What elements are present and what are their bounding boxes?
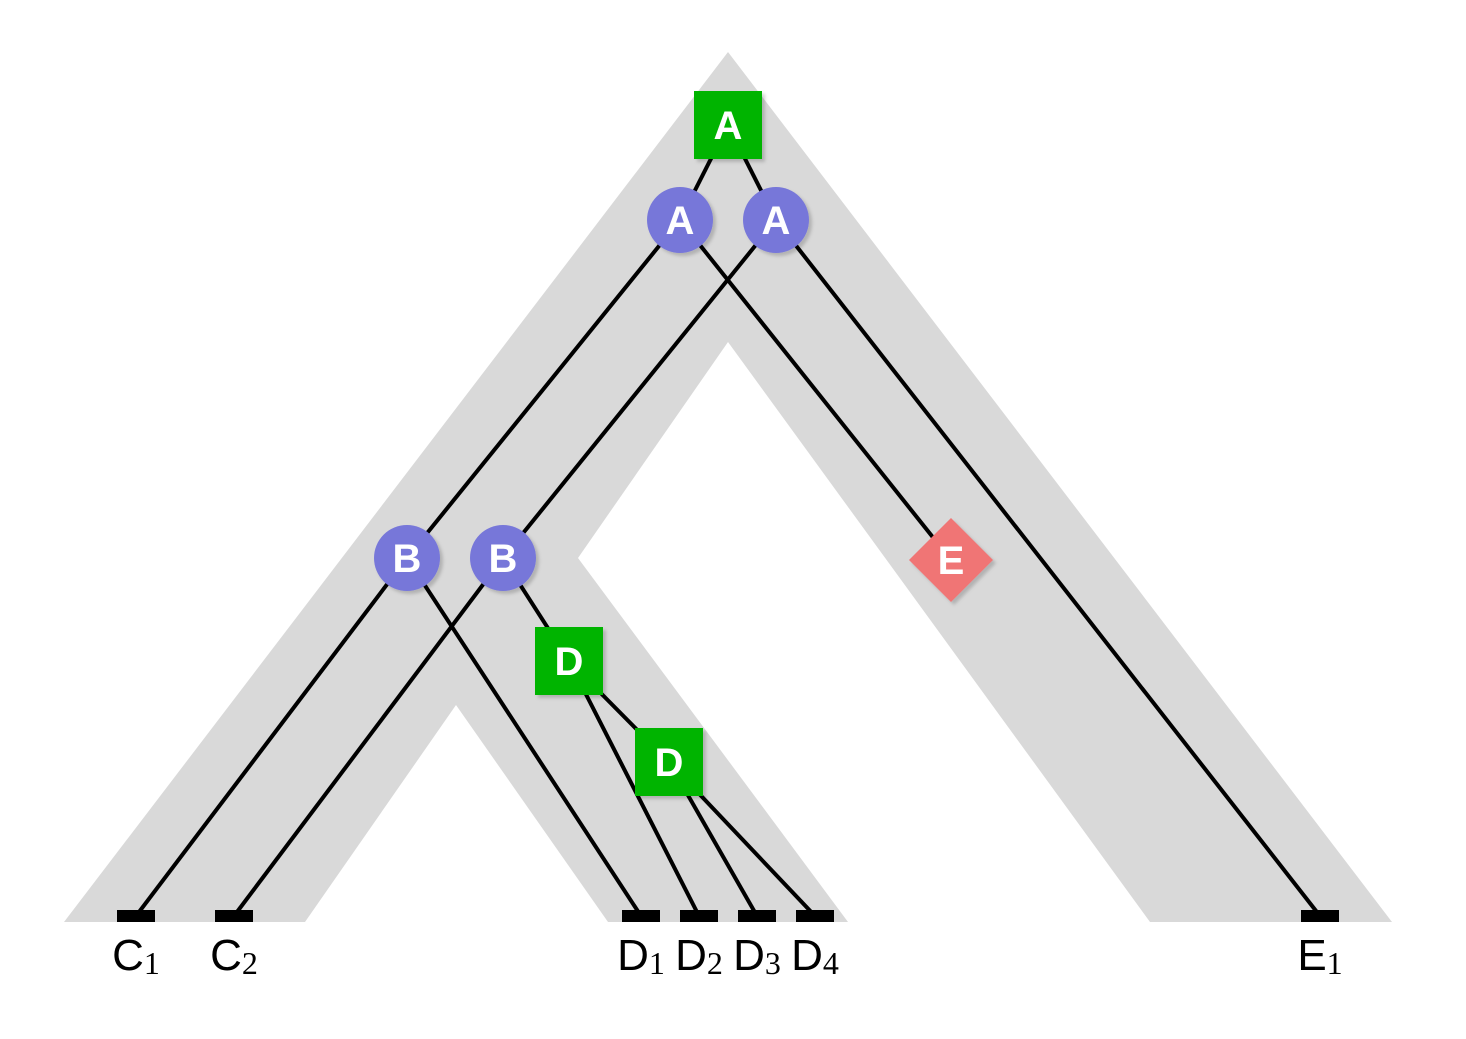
leaf-bar-c1 bbox=[117, 910, 155, 922]
leaf-label-subscript: 1 bbox=[1327, 945, 1343, 981]
species-tree-background bbox=[64, 52, 1392, 922]
edge-a-right-to-e1 bbox=[774, 218, 1322, 918]
edge-b-left-to-c1 bbox=[134, 556, 409, 918]
speciation-node-b-right: B bbox=[470, 525, 536, 591]
node-label: A bbox=[714, 104, 743, 148]
speciation-node-a-left: A bbox=[647, 187, 713, 253]
leaf-label-base: D bbox=[617, 931, 649, 980]
leaf-label-base: C bbox=[112, 931, 144, 980]
duplication-square bbox=[535, 627, 603, 695]
leaf-label-c2: C2 bbox=[210, 931, 258, 981]
speciation-node-b-left: B bbox=[374, 525, 440, 591]
leaf-label-d3: D3 bbox=[733, 931, 781, 981]
node-label: A bbox=[762, 199, 791, 243]
leaf-label-base: D bbox=[791, 931, 823, 980]
leaf-label-subscript: 2 bbox=[242, 945, 258, 981]
leaf-label-subscript: 3 bbox=[765, 945, 781, 981]
duplication-node-d-lower: D bbox=[635, 728, 703, 796]
edge-b-left-to-d1 bbox=[405, 556, 643, 918]
leaf-bar-d4 bbox=[796, 910, 834, 922]
leaf-label-base: C bbox=[210, 931, 242, 980]
leaf-label-c1: C1 bbox=[112, 931, 160, 981]
transfer-diamond bbox=[909, 518, 993, 602]
gene-tree-nodes: A A A B B E D D bbox=[374, 91, 993, 796]
leaf-label-subscript: 1 bbox=[649, 945, 665, 981]
edge-b-right-to-c2 bbox=[232, 556, 505, 918]
transfer-node-e-node: E bbox=[909, 518, 993, 602]
node-label: A bbox=[666, 199, 695, 243]
edge-a-right-to-b-right bbox=[501, 218, 778, 560]
speciation-circle bbox=[374, 525, 440, 591]
leaf-label-e1: E1 bbox=[1297, 931, 1342, 981]
duplication-node-a-root: A bbox=[694, 91, 762, 159]
leaf-label-base: D bbox=[733, 931, 765, 980]
node-label: B bbox=[393, 537, 422, 581]
node-label: D bbox=[555, 640, 584, 684]
duplication-square bbox=[635, 728, 703, 796]
speciation-circle bbox=[743, 187, 809, 253]
leaf-markers bbox=[117, 910, 1339, 922]
leaf-label-d2: D2 bbox=[675, 931, 723, 981]
leaf-label-subscript: 1 bbox=[144, 945, 160, 981]
duplication-square bbox=[694, 91, 762, 159]
leaf-label-subscript: 2 bbox=[707, 945, 723, 981]
leaf-label-d1: D1 bbox=[617, 931, 665, 981]
leaf-label-base: E bbox=[1297, 931, 1326, 980]
speciation-node-a-right: A bbox=[743, 187, 809, 253]
node-label: D bbox=[655, 741, 684, 785]
leaf-bar-e1 bbox=[1301, 910, 1339, 922]
leaf-label-base: D bbox=[675, 931, 707, 980]
node-label: B bbox=[489, 537, 518, 581]
leaf-bar-c2 bbox=[215, 910, 253, 922]
leaf-label-subscript: 4 bbox=[823, 945, 839, 981]
leaf-bar-d2 bbox=[680, 910, 718, 922]
duplication-node-d-upper: D bbox=[535, 627, 603, 695]
edge-a-left-to-e-node bbox=[678, 218, 953, 562]
node-label: E bbox=[938, 539, 965, 583]
leaf-bar-d3 bbox=[738, 910, 776, 922]
leaf-bar-d1 bbox=[622, 910, 660, 922]
edge-d-upper-to-d2 bbox=[567, 660, 701, 917]
speciation-circle bbox=[647, 187, 713, 253]
leaf-label-d4: D4 bbox=[791, 931, 839, 981]
edge-a-left-to-b-left bbox=[405, 218, 682, 560]
speciation-circle bbox=[470, 525, 536, 591]
